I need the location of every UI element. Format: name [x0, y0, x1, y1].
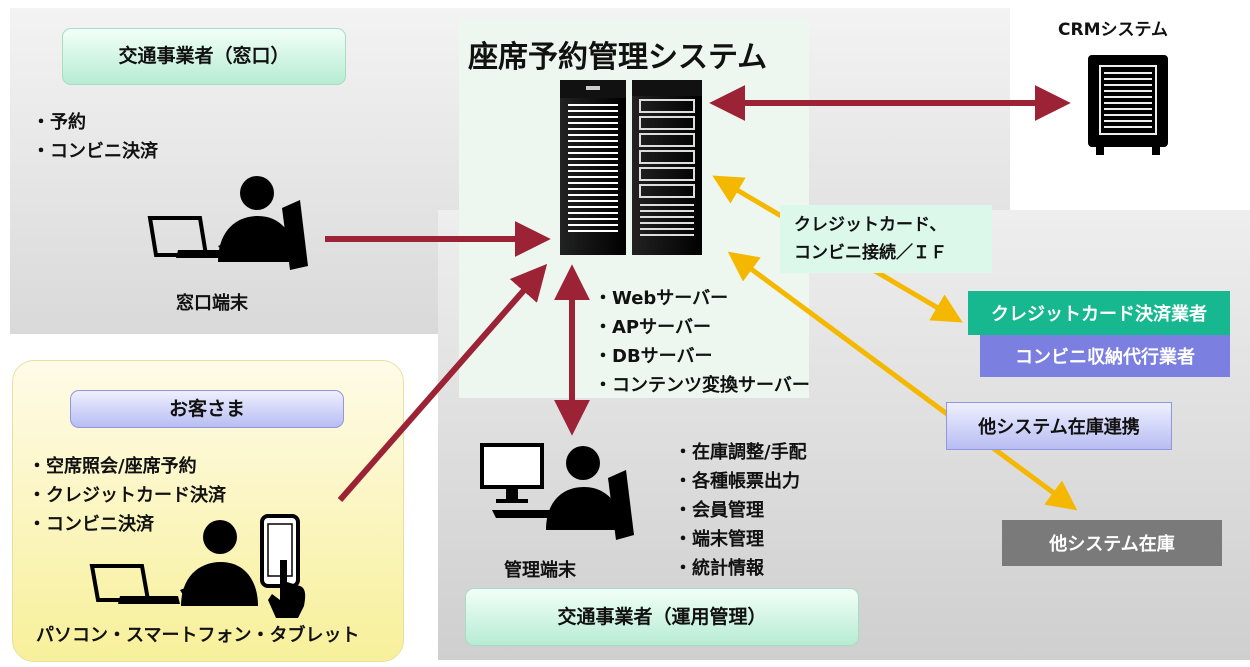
credit-card-vendor-box: クレジットカード決済業者: [968, 291, 1230, 335]
admin-function: ・在庫調整/手配: [674, 442, 807, 463]
payment-interface-line: コンビニ接続／ＩＦ: [794, 243, 947, 263]
customer-function-list: ・空席照会/座席予約 ・クレジットカード決済 ・コンビニ決済: [28, 452, 226, 539]
counter-function: ・予約: [32, 112, 86, 133]
admin-operator-person-icon: [480, 443, 634, 540]
crm-server-icon: [1088, 55, 1168, 155]
crm-label: CRMシステム: [1058, 20, 1168, 40]
customer-label: お客さま: [70, 390, 344, 428]
other-system-link-box: 他システム在庫連携: [946, 402, 1172, 450]
admin-function: ・端末管理: [674, 529, 764, 550]
server-item: ・DBサーバー: [594, 346, 713, 367]
server-item: ・APサーバー: [594, 317, 711, 338]
counter-operator-person-icon: [147, 176, 308, 270]
server-item: ・Webサーバー: [594, 288, 729, 309]
admin-function: ・会員管理: [674, 500, 764, 521]
convenience-vendor-box: コンビニ収納代行業者: [980, 335, 1230, 377]
admin-operator-label: 交通事業者（運用管理）: [465, 588, 859, 646]
admin-terminal-label: 管理端末: [504, 560, 576, 581]
admin-function: ・各種帳票出力: [674, 471, 800, 492]
arrow-customer-to-server: [337, 263, 548, 502]
system-title: 座席予約管理システム: [468, 40, 768, 75]
server-list: ・Webサーバー ・APサーバー ・DBサーバー ・コンテンツ変換サーバー: [594, 284, 810, 400]
smartphone-icon: [260, 514, 306, 618]
admin-function-list: ・在庫調整/手配 ・各種帳票出力 ・会員管理 ・端末管理 ・統計情報: [674, 438, 807, 583]
counter-operator-label: 交通事業者（窓口）: [62, 28, 346, 85]
payment-interface-box: クレジットカード、 コンビニ接続／ＩＦ: [780, 205, 992, 273]
customer-devices-label: パソコン・スマートフォン・タブレット: [36, 625, 360, 646]
payment-interface-line: クレジットカード、: [794, 215, 947, 235]
customer-function: ・コンビニ決済: [28, 514, 154, 535]
arrow-server-to-other-stock: [727, 251, 1078, 511]
admin-function: ・統計情報: [674, 558, 764, 579]
server-item: ・コンテンツ変換サーバー: [594, 375, 810, 396]
customer-person-icon: [89, 520, 258, 606]
counter-function: ・コンビニ決済: [32, 141, 158, 162]
counter-terminal-label: 窓口端末: [176, 293, 248, 314]
other-system-stock-box: 他システム在庫: [1002, 520, 1222, 566]
customer-function: ・クレジットカード決済: [28, 485, 226, 506]
customer-function: ・空席照会/座席予約: [28, 456, 197, 477]
server-rack-icon: [560, 80, 702, 255]
counter-function-list: ・予約 ・コンビニ決済: [32, 108, 158, 166]
